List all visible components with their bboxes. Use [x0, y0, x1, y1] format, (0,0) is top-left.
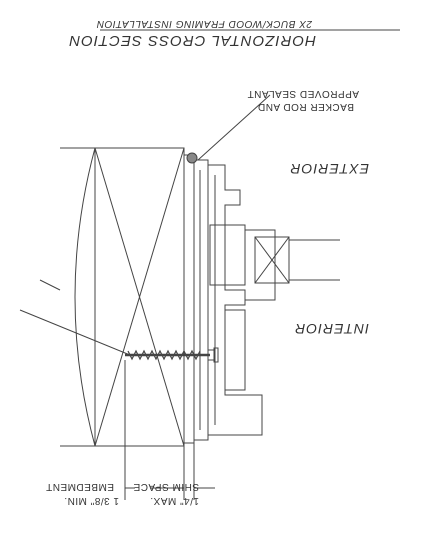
shim-note-line1: SHIM SPACE: [133, 481, 199, 492]
interior-label: INTERIOR: [294, 321, 369, 337]
sealant-note-line2: APPROVED SEALANT: [247, 88, 359, 99]
wood-leader: [39, 279, 61, 291]
sealant-note-line1: BACKER ROD AND: [257, 101, 354, 112]
wall-edge: [74, 147, 96, 447]
drawing-subtitle: 2X BUCK/WOOD FRAMING INSTALLATION: [96, 18, 312, 29]
shim-note-line2: 1/4" MAX.: [149, 495, 199, 506]
embed-note-line1: EMBEDMENT: [45, 481, 114, 492]
window-frame-profile: [194, 159, 276, 441]
glazing-unit: [254, 236, 340, 284]
drawing-title: HORIZONTAL CROSS SECTION: [68, 32, 316, 49]
embed-note-line2: 1 3/8" MIN.: [63, 495, 119, 506]
backer-rod: [186, 152, 198, 164]
dimension-lines: [124, 360, 215, 500]
sealant-leader: [197, 94, 271, 161]
screw: [125, 347, 219, 363]
exterior-label: EXTERIOR: [289, 161, 369, 177]
screw-leader: [19, 309, 131, 356]
